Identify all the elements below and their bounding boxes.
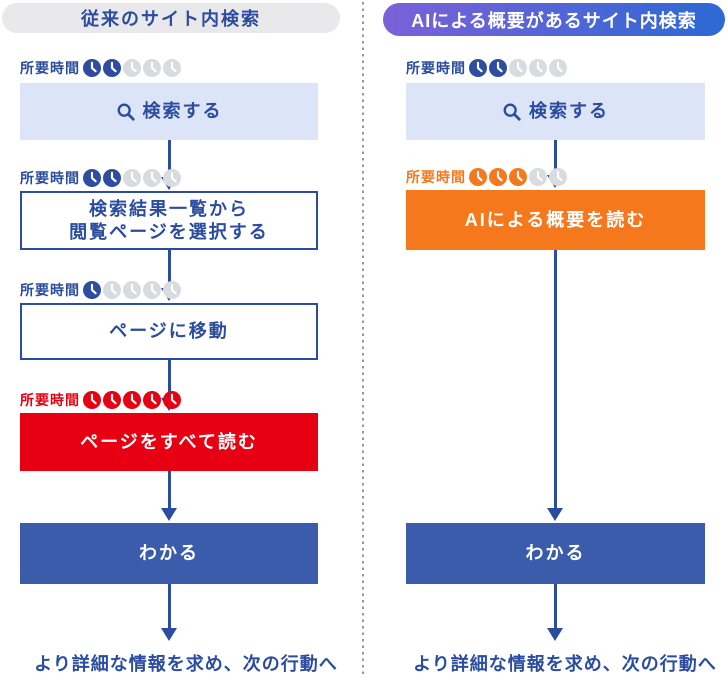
clock-icon: [83, 59, 101, 77]
step-label: わかる: [525, 543, 586, 563]
clock-icon: [489, 168, 507, 186]
clock-icon: [143, 59, 161, 77]
step-label: ページをすべて読む: [80, 431, 258, 452]
step-select-page-box: 検索結果一覧から 閲覧ページを選択する: [20, 191, 318, 250]
clock-icon: [163, 169, 181, 187]
step-move-page-box: ページに移動: [20, 303, 318, 360]
time-required-row-search: 所要時間: [406, 58, 567, 78]
time-required-label: 所要時間: [20, 60, 80, 76]
clock-rating: [469, 168, 567, 186]
step-understand-box: わかる: [20, 523, 318, 584]
clock-icon: [83, 391, 101, 409]
time-required-row-select: 所要時間: [20, 168, 181, 188]
clock-rating: [83, 281, 181, 299]
clock-rating: [83, 391, 181, 409]
clock-icon: [489, 59, 507, 77]
ai-search-header: AIによる概要があるサイト内検索: [383, 3, 725, 36]
ai-search-title: AIによる概要があるサイト内検索: [411, 10, 697, 31]
time-required-row-search: 所要時間: [20, 58, 181, 78]
time-required-label: 所要時間: [20, 282, 80, 298]
step-label: ページに移動: [109, 321, 229, 341]
clock-icon: [103, 281, 121, 299]
clock-icon: [509, 168, 527, 186]
clock-rating: [83, 169, 181, 187]
step-label: 検索する: [529, 101, 609, 121]
clock-icon: [163, 281, 181, 299]
flow-arrow: [161, 471, 177, 521]
time-required-label: 所要時間: [406, 60, 466, 76]
time-required-label: 所要時間: [406, 169, 466, 185]
traditional-search-header: 従来のサイト内検索: [2, 3, 340, 33]
clock-icon: [123, 391, 141, 409]
search-icon: [117, 103, 135, 121]
clock-rating: [83, 59, 181, 77]
clock-icon: [123, 59, 141, 77]
time-required-row-move: 所要時間: [20, 280, 181, 300]
step-ai-summary-box: AIによる概要を読む: [406, 190, 705, 250]
step-search-box: 検索する: [20, 83, 318, 140]
step-label: 検索する: [142, 101, 223, 121]
clock-icon: [469, 59, 487, 77]
flow-arrow: [161, 584, 177, 641]
next-action-text: より詳細な情報を求め、次の行動へ: [413, 654, 717, 674]
time-required-label: 所要時間: [20, 170, 80, 186]
clock-icon: [529, 59, 547, 77]
clock-icon: [549, 168, 567, 186]
flow-arrow: [547, 250, 563, 521]
clock-icon: [123, 169, 141, 187]
clock-icon: [143, 391, 161, 409]
traditional-search-title: 従来のサイト内検索: [81, 9, 261, 29]
clock-icon: [549, 59, 567, 77]
clock-icon: [103, 59, 121, 77]
next-action-text: より詳細な情報を求め、次の行動へ: [34, 654, 338, 674]
time-required-row-read-all: 所要時間: [20, 390, 181, 410]
step-label: 検索結果一覧から 閲覧ページを選択する: [69, 198, 269, 242]
clock-icon: [469, 168, 487, 186]
clock-icon: [529, 168, 547, 186]
step-label: わかる: [139, 543, 199, 563]
step-search-box: 検索する: [406, 83, 705, 140]
clock-icon: [83, 281, 101, 299]
flow-arrow: [547, 584, 563, 641]
clock-icon: [143, 169, 161, 187]
time-required-label: 所要時間: [20, 392, 80, 408]
column-divider: [362, 2, 364, 678]
clock-icon: [83, 169, 101, 187]
clock-icon: [509, 59, 527, 77]
clock-icon: [163, 391, 181, 409]
time-required-row-ai-summary: 所要時間: [406, 167, 567, 187]
clock-icon: [103, 391, 121, 409]
clock-icon: [143, 281, 161, 299]
clock-icon: [103, 169, 121, 187]
step-label: AIによる概要を読む: [464, 209, 647, 230]
clock-icon: [163, 59, 181, 77]
step-understand-box: わかる: [406, 523, 705, 584]
search-icon: [503, 103, 521, 121]
clock-rating: [469, 59, 567, 77]
step-read-all-box: ページをすべて読む: [20, 413, 318, 471]
clock-icon: [123, 281, 141, 299]
